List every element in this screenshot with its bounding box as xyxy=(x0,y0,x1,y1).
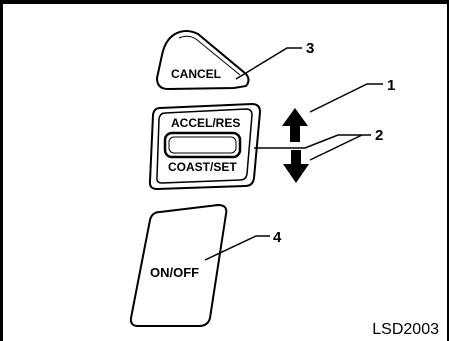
arrow-up-icon xyxy=(282,108,308,142)
accel-coast-switch: ACCEL/RES COAST/SET xyxy=(148,102,262,191)
switch-center-pad xyxy=(163,131,242,159)
arrow-down-icon xyxy=(283,150,309,183)
figure-code: LSD2003 xyxy=(372,321,439,338)
on-off-button: ON/OFF xyxy=(129,203,228,327)
leader-line-3 xyxy=(235,47,302,80)
coast-set-label: COAST/SET xyxy=(168,160,237,174)
leader-line-2-upper xyxy=(254,134,371,149)
on-off-label: ON/OFF xyxy=(150,265,199,280)
leader-line-1 xyxy=(309,83,383,113)
cancel-button: CANCEL xyxy=(155,30,250,91)
leader-line-4 xyxy=(204,235,270,261)
leader-lines xyxy=(204,47,383,261)
callout-2: 2 xyxy=(375,127,383,144)
callout-3: 3 xyxy=(306,40,314,57)
callout-4: 4 xyxy=(273,229,282,246)
callout-1: 1 xyxy=(387,77,395,94)
cancel-label: CANCEL xyxy=(171,67,221,81)
accel-res-label: ACCEL/RES xyxy=(171,116,240,130)
leader-line-2-lower xyxy=(309,134,363,161)
